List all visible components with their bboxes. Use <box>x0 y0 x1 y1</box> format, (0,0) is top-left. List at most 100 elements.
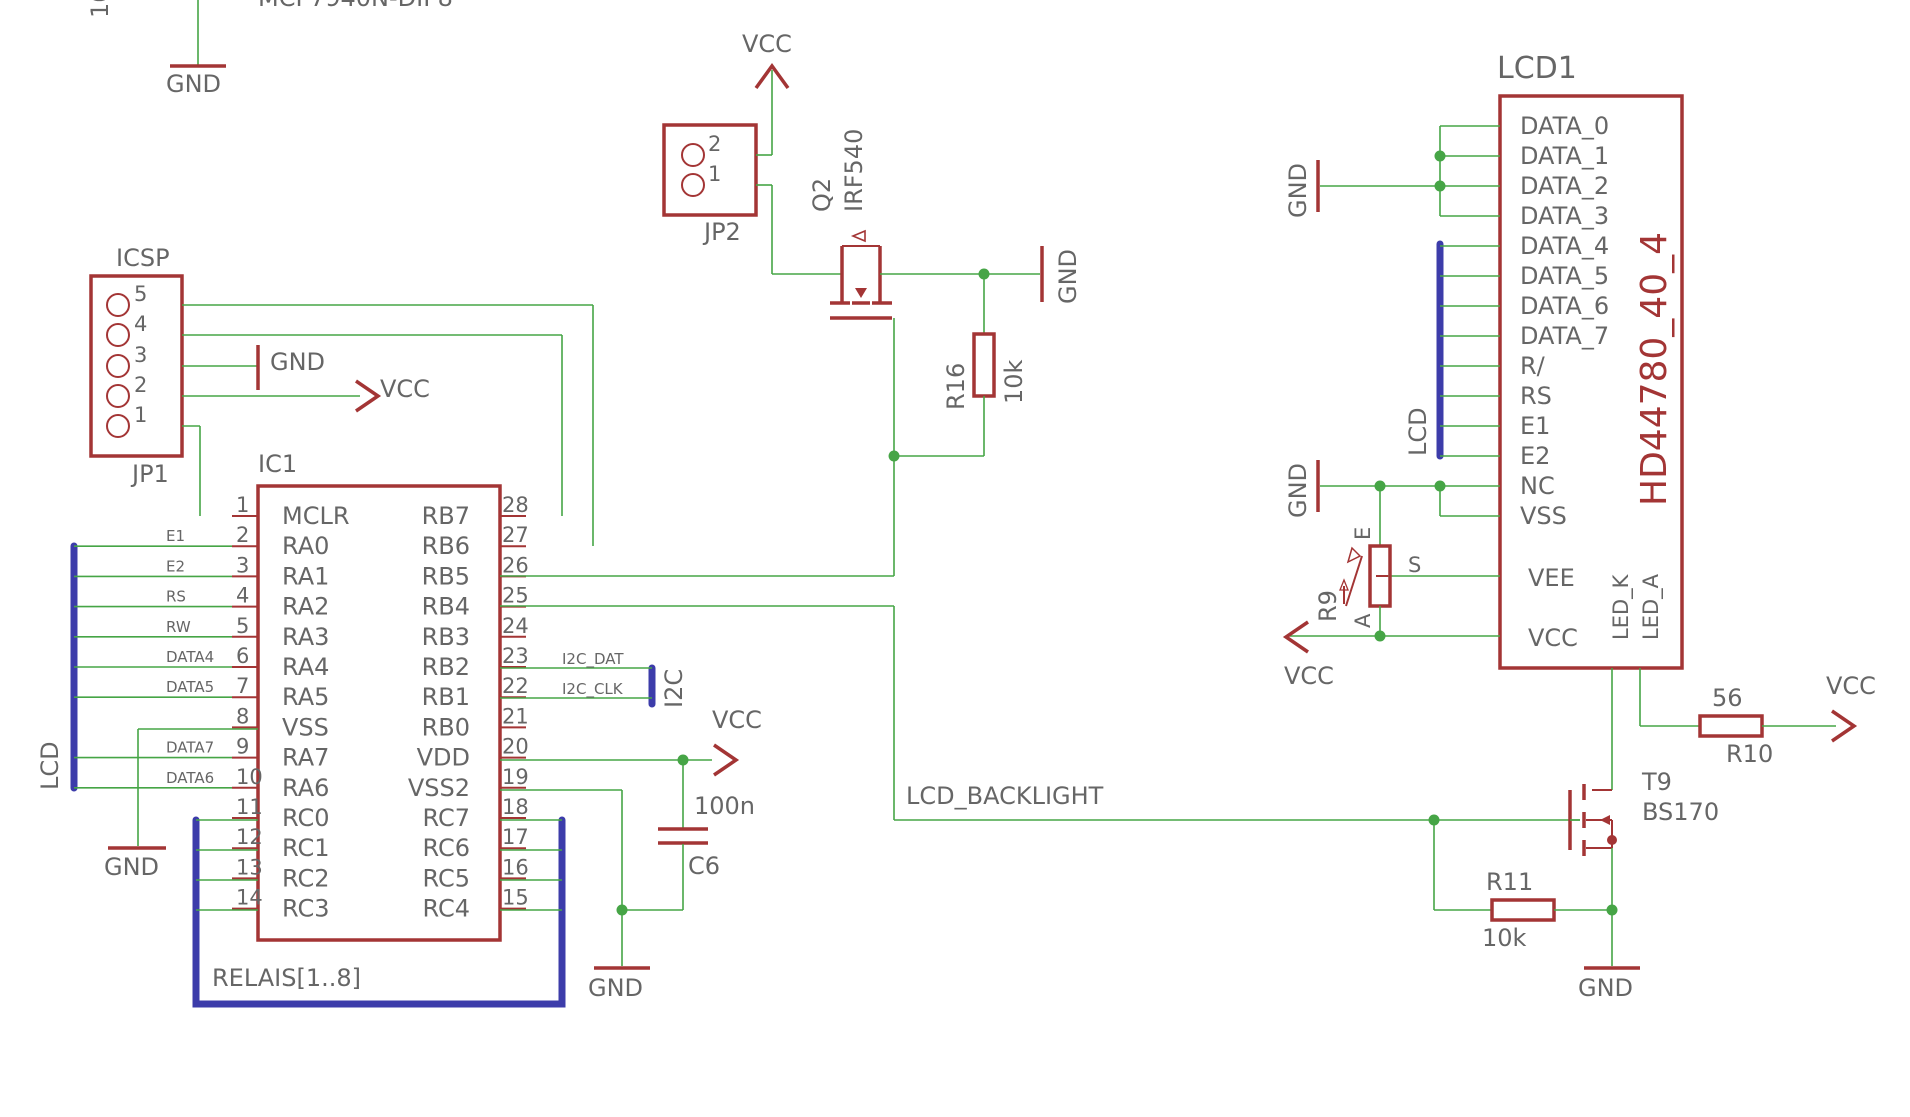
c6-gnd-label: GND <box>588 974 643 1002</box>
lcd1-pin-label: DATA_6 <box>1520 292 1609 320</box>
r16-name: R16 <box>942 363 970 410</box>
ic1-left-pin-number: 10 <box>236 765 263 789</box>
lcd-bus-net-label: DATA6 <box>166 769 214 787</box>
ic1-right-pin-number: 15 <box>502 886 529 910</box>
r16-value: 10k <box>1000 359 1028 404</box>
top-gnd-symbol: GND 10 MCP7940N-DIP8 <box>86 0 453 98</box>
icsp-pin-3: 3 <box>134 343 147 367</box>
ic1-right-pin-name: RB1 <box>422 683 470 711</box>
lcd1-vcc: VCC <box>1528 624 1578 652</box>
r9-name: R9 <box>1314 590 1342 622</box>
ic1-left-pin-number: 8 <box>236 704 249 728</box>
ic1-right-pin-number: 19 <box>502 765 529 789</box>
c6-name: C6 <box>688 852 720 880</box>
jp2-header: 2 1 JP2 VCC <box>662 30 842 275</box>
lcd1-pin-label: NC <box>1520 472 1555 500</box>
ic1-name: IC1 <box>258 450 297 478</box>
ic1-left-pin-name: RC3 <box>282 895 330 923</box>
lcd1-bus-label: LCD <box>1404 407 1432 456</box>
lcd1-vee: VEE <box>1528 564 1575 592</box>
q2-part: IRF540 <box>840 129 868 212</box>
ic1-right-pin-name: RC6 <box>422 834 470 862</box>
lcd1-pin-label: DATA_4 <box>1520 232 1609 260</box>
r10-vcc-label: VCC <box>1826 672 1876 700</box>
r16-resistor: R16 10k <box>894 274 1028 457</box>
ic1-right-pin-number: 20 <box>502 735 529 759</box>
ic1-right-pin-name: RB4 <box>422 593 470 621</box>
icsp-gnd-label: GND <box>270 348 325 376</box>
top-partial-value: 10 <box>86 0 114 18</box>
lcd1-pin-label: DATA_3 <box>1520 202 1609 230</box>
ic1-left-pin-number: 12 <box>236 825 263 849</box>
i2c-bus-label: I2C <box>660 669 688 708</box>
ic1-right-pin-name: RB0 <box>422 713 470 741</box>
i2c-dat-label: I2C_DAT <box>562 650 624 669</box>
ic1-right-pin-number: 21 <box>502 704 529 728</box>
lcd1-part: HD44780_40_4 <box>1634 232 1675 506</box>
ic1-right-pin-number: 17 <box>502 825 529 849</box>
ic1-left-pin-name: RC1 <box>282 834 330 862</box>
ic1-left-pin-name: RA0 <box>282 532 329 560</box>
ic1-left-pin-name: VSS <box>282 713 329 741</box>
ic1-right-pin-number: 27 <box>502 523 529 547</box>
lcd-bus-gnd-label: GND <box>104 853 159 881</box>
r11-name: R11 <box>1486 868 1533 896</box>
icsp-pin-2: 2 <box>134 373 147 397</box>
ic1-right-pin-name: RB5 <box>422 562 470 590</box>
lcd-bus-net-label: DATA4 <box>166 648 214 666</box>
lcd-bus-label: LCD <box>36 741 64 790</box>
r9-s-label: S <box>1408 553 1421 577</box>
t9-part: BS170 <box>1642 798 1719 826</box>
r9-e-label: E <box>1351 527 1375 540</box>
ic1-left-pin-name: RA7 <box>282 744 329 772</box>
ic1-right-pins: 28RB727RB626RB525RB424RB323RB222RB121RB0… <box>408 493 529 923</box>
icsp-pin-4: 4 <box>134 312 147 336</box>
ic1-left-pin-number: 4 <box>236 584 249 608</box>
lcd1-pin-label: RS <box>1520 382 1552 410</box>
icsp-pin-1: 1 <box>134 403 147 427</box>
ic1-left-pin-name: RA4 <box>282 653 329 681</box>
ic1-right-pin-name: RC4 <box>422 895 470 923</box>
ic1-left-pin-number: 11 <box>236 795 263 819</box>
lcd1-pin-labels: DATA_0DATA_1DATA_2DATA_3DATA_4DATA_5DATA… <box>1520 112 1609 530</box>
lcd1-pin-label: DATA_7 <box>1520 322 1609 350</box>
ic1-right-pin-number: 16 <box>502 855 529 879</box>
ic1-right-pin-name: RB7 <box>422 502 470 530</box>
lcd1-pin-label: E2 <box>1520 442 1550 470</box>
r9-vcc-label: VCC <box>1284 662 1334 690</box>
ic1-left-pin-number: 6 <box>236 644 249 668</box>
ic1-left-pin-name: RC0 <box>282 804 330 832</box>
icsp-pin-5: 5 <box>134 282 147 306</box>
ic1-left-pin-number: 7 <box>236 674 249 698</box>
ic1-right-pin-number: 25 <box>502 584 529 608</box>
r9-potentiometer: E S A R9 VCC <box>1282 486 1421 690</box>
i2c-bus: I2C_DAT I2C_CLK I2C <box>500 650 688 708</box>
ic1-left-pin-number: 9 <box>236 735 249 759</box>
q2-gnd-label: GND <box>1054 249 1082 304</box>
lcd-bus-net-label: RW <box>166 618 191 636</box>
jp2-pin-1: 1 <box>708 162 721 186</box>
jp2-pin-2: 2 <box>708 132 721 156</box>
ic1-left-pin-number: 2 <box>236 523 249 547</box>
ic1-left-pin-name: RA2 <box>282 593 329 621</box>
ic1-left-pin-name: MCLR <box>282 502 350 530</box>
lcd1-led-a: LED_A <box>1639 573 1664 640</box>
r11-gnd-label: GND <box>1578 974 1633 1002</box>
r10-value: 56 <box>1712 684 1743 712</box>
top-partial-name: MCP7940N-DIP8 <box>258 0 453 12</box>
lcd1-pin-label: R/ <box>1520 352 1546 380</box>
ic1-right-pin-number: 22 <box>502 674 529 698</box>
relais-bus-label: RELAIS[1..8] <box>212 964 361 992</box>
lcd1-pin-label: DATA_2 <box>1520 172 1609 200</box>
ic1-right-pin-number: 28 <box>502 493 529 517</box>
ic1-left-pin-number: 5 <box>236 614 249 638</box>
ic1-left-pin-name: RA3 <box>282 623 329 651</box>
ic1-right-pin-name: RC5 <box>422 864 470 892</box>
lcd1-display: LCD1 HD44780_40_4 DATA_0DATA_1DATA_2DATA… <box>1284 51 1684 670</box>
ic1-left-pin-number: 1 <box>236 493 249 517</box>
r9-a-label: A <box>1351 613 1375 628</box>
lcd-bus-net-label: DATA5 <box>166 678 214 696</box>
